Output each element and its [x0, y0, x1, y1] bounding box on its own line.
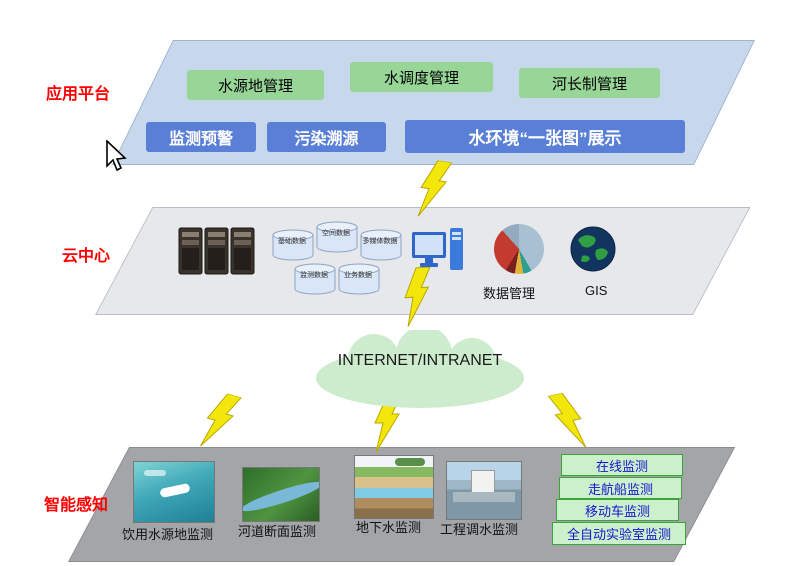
- database-icon: 空间数据: [314, 220, 360, 254]
- button-one-map-display[interactable]: 水环境“一张图”展示: [405, 120, 685, 153]
- computer-icon: [412, 228, 463, 270]
- database-icon: 多媒体数据: [358, 228, 404, 262]
- database-label: 业务数据: [344, 272, 372, 279]
- button-water-source-mgmt[interactable]: 水源地管理: [187, 70, 324, 100]
- database-label: 空间数据: [322, 230, 350, 237]
- gis-label: GIS: [585, 283, 608, 298]
- cloud-center-label: 云中心: [62, 248, 111, 265]
- lightning-bolt-icon: [404, 266, 431, 327]
- database-label: 基础数据: [278, 238, 306, 245]
- photo-label-water-project: 工程调水监测: [440, 522, 519, 537]
- pie-chart-icon: [494, 224, 544, 274]
- cursor-icon: [106, 140, 127, 172]
- photo-label-drinking-water: 饮用水源地监测: [122, 527, 214, 542]
- button-online-monitoring[interactable]: 在线监测: [561, 454, 683, 476]
- app-platform-label: 应用平台: [46, 86, 111, 103]
- database-label: 多媒体数据: [362, 238, 398, 245]
- photo-river-section: [242, 467, 320, 522]
- server-rack-icon: [178, 227, 255, 275]
- photo-label-groundwater: 地下水监测: [356, 520, 422, 535]
- button-water-dispatch-mgmt[interactable]: 水调度管理: [350, 62, 493, 92]
- button-mobile-vehicle-monitoring[interactable]: 移动车监测: [556, 499, 679, 521]
- database-cluster: 基础数据 空间数据 多媒体数据 监测数据: [270, 220, 410, 298]
- globe-icon: [570, 226, 616, 272]
- lightning-bolt-icon: [417, 160, 453, 217]
- internet-cloud-shape: [316, 330, 524, 408]
- photo-drinking-water-source: [133, 461, 215, 523]
- database-label: 监测数据: [300, 272, 328, 279]
- photo-groundwater: [354, 455, 434, 519]
- database-icon: 基础数据: [270, 228, 316, 262]
- smart-sensing-label: 智能感知: [44, 497, 109, 514]
- database-icon: 业务数据: [336, 262, 382, 296]
- button-river-chief-mgmt[interactable]: 河长制管理: [519, 68, 660, 98]
- data-management-label: 数据管理: [483, 286, 536, 301]
- button-pollution-tracing[interactable]: 污染溯源: [267, 122, 386, 152]
- button-monitor-warning[interactable]: 监测预警: [146, 122, 256, 152]
- internet-label: INTERNET/INTRANET: [337, 352, 503, 369]
- database-icon: 监测数据: [292, 262, 338, 296]
- button-cruise-boat-monitoring[interactable]: 走航船监测: [559, 477, 682, 499]
- photo-water-project: [446, 461, 522, 520]
- lightning-bolt-icon: [547, 392, 587, 448]
- button-auto-lab-monitoring[interactable]: 全自动实验室监测: [552, 522, 686, 545]
- photo-label-river-section: 河道断面监测: [238, 524, 317, 539]
- lightning-bolt-icon: [199, 393, 243, 447]
